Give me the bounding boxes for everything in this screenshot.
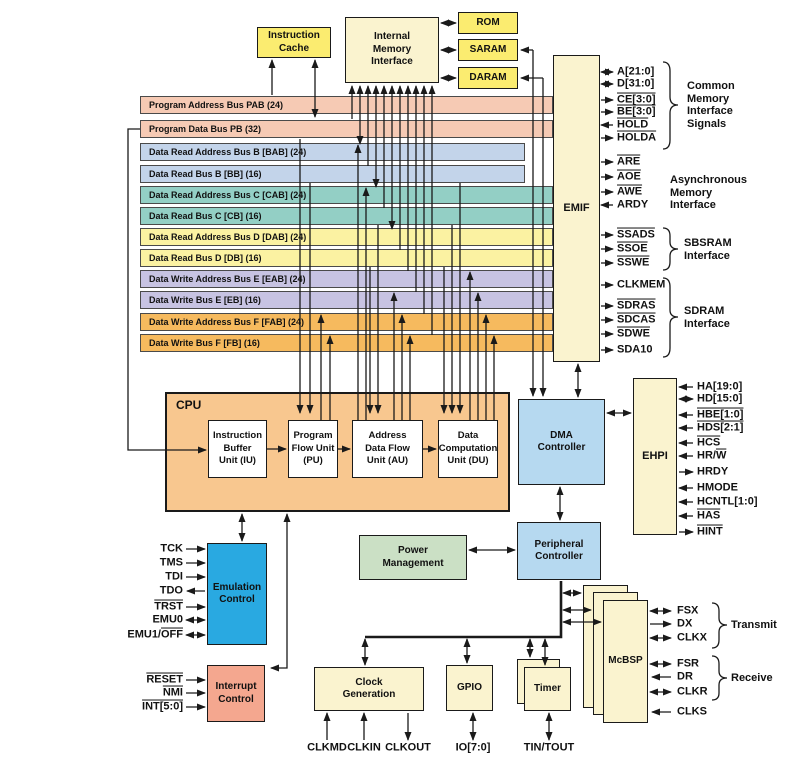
signal-emu1-off: EMU1/OFF xyxy=(127,628,183,641)
signal-hbe: HBE[1:0] xyxy=(697,408,744,421)
unit-iu: Instruction Buffer Unit (IU) xyxy=(208,420,267,478)
block-emif: EMIF xyxy=(553,55,600,362)
signal-a: A[21:0] xyxy=(617,65,655,78)
caption-receive: Receive xyxy=(731,672,773,684)
signal-sdwe: SDWE xyxy=(617,327,650,340)
signal-int: INT[5:0] xyxy=(142,700,183,713)
block-clock-generation: Clock Generation xyxy=(314,667,424,711)
signal-ha: HA[19:0] xyxy=(697,380,743,393)
bus-pab: Program Address Bus PAB (24) xyxy=(140,96,553,114)
signal-io: IO[7:0] xyxy=(455,741,491,754)
unit-pu: Program Flow Unit (PU) xyxy=(288,420,338,478)
bus-eab: Data Write Address Bus E [EAB] (24) xyxy=(140,270,553,288)
signal-clkmd: CLKMD xyxy=(307,741,347,754)
signal-holda: HOLDA xyxy=(617,131,657,144)
signal-hmode: HMODE xyxy=(697,481,738,494)
signal-reset: RESET xyxy=(146,673,183,686)
signal-dx: DX xyxy=(677,617,693,630)
signal-tdo: TDO xyxy=(159,584,183,597)
signal-clkout: CLKOUT xyxy=(385,741,431,754)
signal-clkmem: CLKMEM xyxy=(617,278,666,291)
signal-d: D[31:0] xyxy=(617,77,655,90)
signal-ce: CE[3:0] xyxy=(617,93,656,106)
block-gpio: GPIO xyxy=(446,665,493,711)
signal-clkin: CLKIN xyxy=(347,741,381,754)
signal-hds: HDS[2:1] xyxy=(697,421,744,434)
bus-bb: Data Read Bus B [BB] (16) xyxy=(140,165,525,183)
block-peripheral-controller: Peripheral Controller xyxy=(517,522,601,580)
block-interrupt-control: Interrupt Control xyxy=(207,665,265,722)
signal-dr: DR xyxy=(677,670,693,683)
bus-bab: Data Read Address Bus B [BAB] (24) xyxy=(140,143,525,161)
signal-clkx: CLKX xyxy=(677,631,707,644)
unit-au: Address Data Flow Unit (AU) xyxy=(352,420,423,478)
bus-cb: Data Read Bus C [CB] (16) xyxy=(140,207,553,225)
block-dma-controller: DMA Controller xyxy=(518,399,605,485)
bus-fab: Data Write Address Bus F [FAB] (24) xyxy=(140,313,553,331)
signal-sswe: SSWE xyxy=(617,256,650,269)
signal-aoe: AOE xyxy=(617,170,641,183)
signal-ssoe: SSOE xyxy=(617,242,648,255)
signal-ardy: ARDY xyxy=(617,198,649,211)
block-timer: Timer xyxy=(524,667,571,711)
signal-tdi: TDI xyxy=(165,570,183,583)
signal-are: ARE xyxy=(617,155,641,168)
signal-hold: HOLD xyxy=(617,118,649,131)
caption-transmit: Transmit xyxy=(731,619,777,631)
bus-pb: Program Data Bus PB (32) xyxy=(140,120,553,138)
signal-fsr: FSR xyxy=(677,657,699,670)
signal-tin-tout: TIN/TOUT xyxy=(523,741,575,754)
signal-hrdy: HRDY xyxy=(697,465,729,478)
signal-sdras: SDRAS xyxy=(617,299,656,312)
signal-hcs: HCS xyxy=(697,436,721,449)
caption-sbsram-interface: SBSRAM Interface xyxy=(684,237,732,262)
block-emulation-control: Emulation Control xyxy=(207,543,267,645)
bus-fb: Data Write Bus F [FB] (16) xyxy=(140,334,553,352)
unit-du: Data Computation Unit (DU) xyxy=(438,420,498,478)
signal-tck: TCK xyxy=(160,542,183,555)
signal-ssads: SSADS xyxy=(617,228,655,241)
block-saram: SARAM xyxy=(458,39,518,61)
signal-awe: AWE xyxy=(617,185,643,198)
block-daram: DARAM xyxy=(458,67,518,89)
signal-fsx: FSX xyxy=(677,604,699,617)
signal-tms: TMS xyxy=(159,556,183,569)
signal-emu0: EMU0 xyxy=(152,613,183,626)
cpu-label: CPU xyxy=(176,398,202,412)
signal-sdcas: SDCAS xyxy=(617,313,656,326)
signal-be: BE[3:0] xyxy=(617,105,656,118)
caption-common-memory-interface: Common Memory Interface Signals xyxy=(687,80,735,130)
bus-eb: Data Write Bus E [EB] (16) xyxy=(140,291,553,309)
bus-cab: Data Read Address Bus C [CAB] (24) xyxy=(140,186,553,204)
signal-sda10: SDA10 xyxy=(617,343,653,356)
block-mcbsp: McBSP xyxy=(603,600,648,723)
signal-has: HAS xyxy=(697,509,721,522)
caption-async-memory-interface: Asynchronous Memory Interface xyxy=(670,174,748,212)
block-instruction-cache: Instruction Cache xyxy=(257,27,331,58)
bus-dab: Data Read Address Bus D [DAB] (24) xyxy=(140,228,553,246)
block-rom: ROM xyxy=(458,12,518,34)
signal-hd: HD[15:0] xyxy=(697,392,743,405)
block-internal-memory-interface: Internal Memory Interface xyxy=(345,17,439,83)
signal-hint: HINT xyxy=(697,525,723,538)
block-ehpi: EHPI xyxy=(633,378,677,535)
signal-nmi: NMI xyxy=(162,686,183,699)
caption-sdram-interface: SDRAM Interface xyxy=(684,305,730,330)
block-power-management: Power Management xyxy=(359,535,467,580)
signal-hcntl: HCNTL[1:0] xyxy=(697,495,758,508)
signal-clkr: CLKR xyxy=(677,685,708,698)
signal-trst: TRST xyxy=(154,600,183,613)
bus-db: Data Read Bus D [DB] (16) xyxy=(140,249,553,267)
signal-clks: CLKS xyxy=(677,705,707,718)
signal-hrw: HR/W xyxy=(697,449,727,462)
